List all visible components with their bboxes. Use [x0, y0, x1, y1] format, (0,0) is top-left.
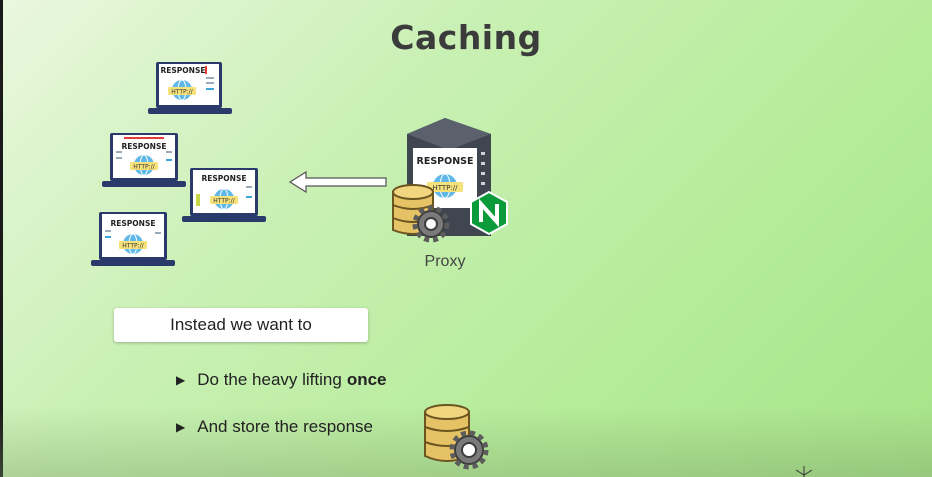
laptop-http-label: HTTP:// [171, 89, 193, 96]
laptop-response-label: RESPONSE [111, 219, 156, 228]
laptop-response-label: RESPONSE [161, 66, 206, 75]
bullet-item: ▶ And store the response [176, 417, 373, 437]
window-edge [0, 0, 3, 477]
callout-text: Instead we want to [170, 315, 312, 334]
laptop-icon: HTTP:// RESPONSE [182, 168, 266, 222]
laptop-response-label: RESPONSE [202, 174, 247, 183]
nginx-logo [470, 190, 508, 236]
laptop-http-label: HTTP:// [133, 164, 155, 171]
proxy-http-label: HTTP:// [433, 184, 459, 192]
database-gear-icon [392, 184, 450, 243]
database-gear-icon [424, 404, 489, 470]
slide-title: Caching [390, 18, 542, 57]
bullet-text: And store the response [197, 417, 374, 436]
proxy-response-label: RESPONSE [417, 156, 474, 167]
laptop-http-label: HTTP:// [122, 243, 144, 250]
proxy-label: Proxy [424, 253, 466, 270]
left-arrow-icon [288, 170, 387, 194]
proxy-server-icon: RESPONSE HTTP:// [392, 118, 508, 243]
laptop-response-label: RESPONSE [122, 142, 167, 151]
laptop-icon: HTTP:// RESPONSE [102, 133, 186, 187]
laptop-http-label: HTTP:// [213, 198, 235, 205]
callout-box: Instead we want to [114, 308, 368, 342]
bullet-item: ▶ Do the heavy lifting once [176, 370, 387, 390]
bullet-triangle-icon: ▶ [176, 373, 186, 387]
bullet-text: Do the heavy lifting [197, 370, 342, 389]
laptop-icon: HTTP:// RESPONSE [91, 212, 175, 266]
laptop-icon: HTTP:// RESPONSE [148, 62, 232, 114]
sparkle-icon [795, 466, 813, 477]
bullet-bold-text: once [346, 370, 387, 389]
bullet-triangle-icon: ▶ [176, 420, 186, 434]
